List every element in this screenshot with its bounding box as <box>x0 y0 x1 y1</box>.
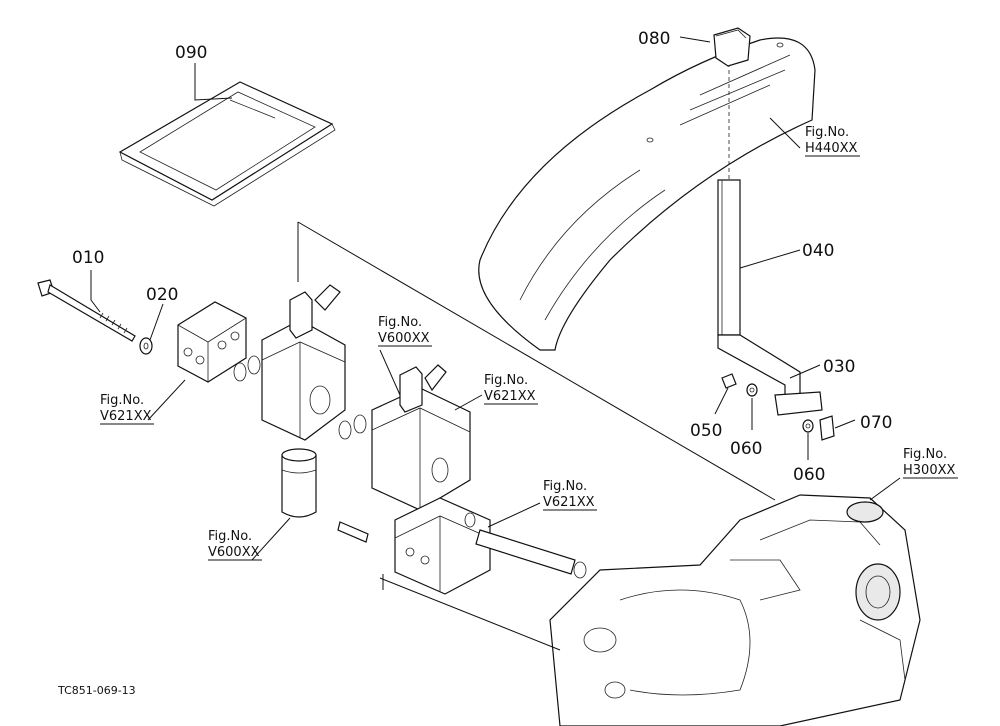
fig-ref-v600-bottom: Fig.No. V600XX <box>208 529 262 561</box>
leader-lines <box>90 36 901 561</box>
lever-assembly <box>717 35 823 416</box>
control-valve-left <box>233 284 346 441</box>
svg-text:V600XX: V600XX <box>208 545 260 560</box>
manual-booklet <box>118 81 336 207</box>
hitch-housing <box>549 494 921 726</box>
fender-plate <box>478 37 816 351</box>
svg-text:H440XX: H440XX <box>805 141 857 156</box>
part-label-010: 010 <box>72 248 104 268</box>
fig-ref-h440: Fig.No. H440XX <box>805 125 860 157</box>
washer <box>139 337 153 355</box>
part-label-050: 050 <box>690 421 722 441</box>
svg-text:Fig.No.: Fig.No. <box>100 393 144 408</box>
part-label-080: 080 <box>638 29 670 49</box>
svg-text:Fig.No.: Fig.No. <box>484 373 528 388</box>
end-plate <box>177 301 247 383</box>
lever-knob <box>713 27 751 67</box>
svg-text:Fig.No.: Fig.No. <box>903 447 947 462</box>
control-valve-middle <box>338 364 471 511</box>
lower-valve-block <box>337 497 491 595</box>
svg-text:H300XX: H300XX <box>903 463 955 478</box>
drawing-code: TC851-069-13 <box>57 684 136 697</box>
part-label-040: 040 <box>802 241 834 261</box>
fig-ref-v621-mid: Fig.No. V621XX <box>484 373 538 405</box>
exploded-view-frame <box>297 221 776 651</box>
part-label-060a: 060 <box>730 439 762 459</box>
svg-text:Fig.No.: Fig.No. <box>805 125 849 140</box>
fig-ref-v621-left: Fig.No. V621XX <box>100 393 154 425</box>
svg-text:Fig.No.: Fig.No. <box>543 479 587 494</box>
long-bolt <box>37 279 136 342</box>
svg-text:V621XX: V621XX <box>484 389 536 404</box>
svg-text:Fig.No.: Fig.No. <box>208 529 252 544</box>
fig-ref-h300: Fig.No. H300XX <box>903 447 958 479</box>
part-label-060b: 060 <box>793 465 825 485</box>
part-label-070: 070 <box>860 413 892 433</box>
cylinder-canister <box>281 448 317 518</box>
part-label-020: 020 <box>146 285 178 305</box>
part-label-090: 090 <box>175 43 207 63</box>
svg-text:V600XX: V600XX <box>378 331 430 346</box>
small-fasteners <box>721 373 835 441</box>
svg-text:Fig.No.: Fig.No. <box>378 315 422 330</box>
svg-text:V621XX: V621XX <box>100 409 152 424</box>
fig-ref-v600-top: Fig.No. V600XX <box>378 315 432 347</box>
part-label-030: 030 <box>823 357 855 377</box>
svg-text:V621XX: V621XX <box>543 495 595 510</box>
fig-ref-v621-pipe: Fig.No. V621XX <box>543 479 597 511</box>
